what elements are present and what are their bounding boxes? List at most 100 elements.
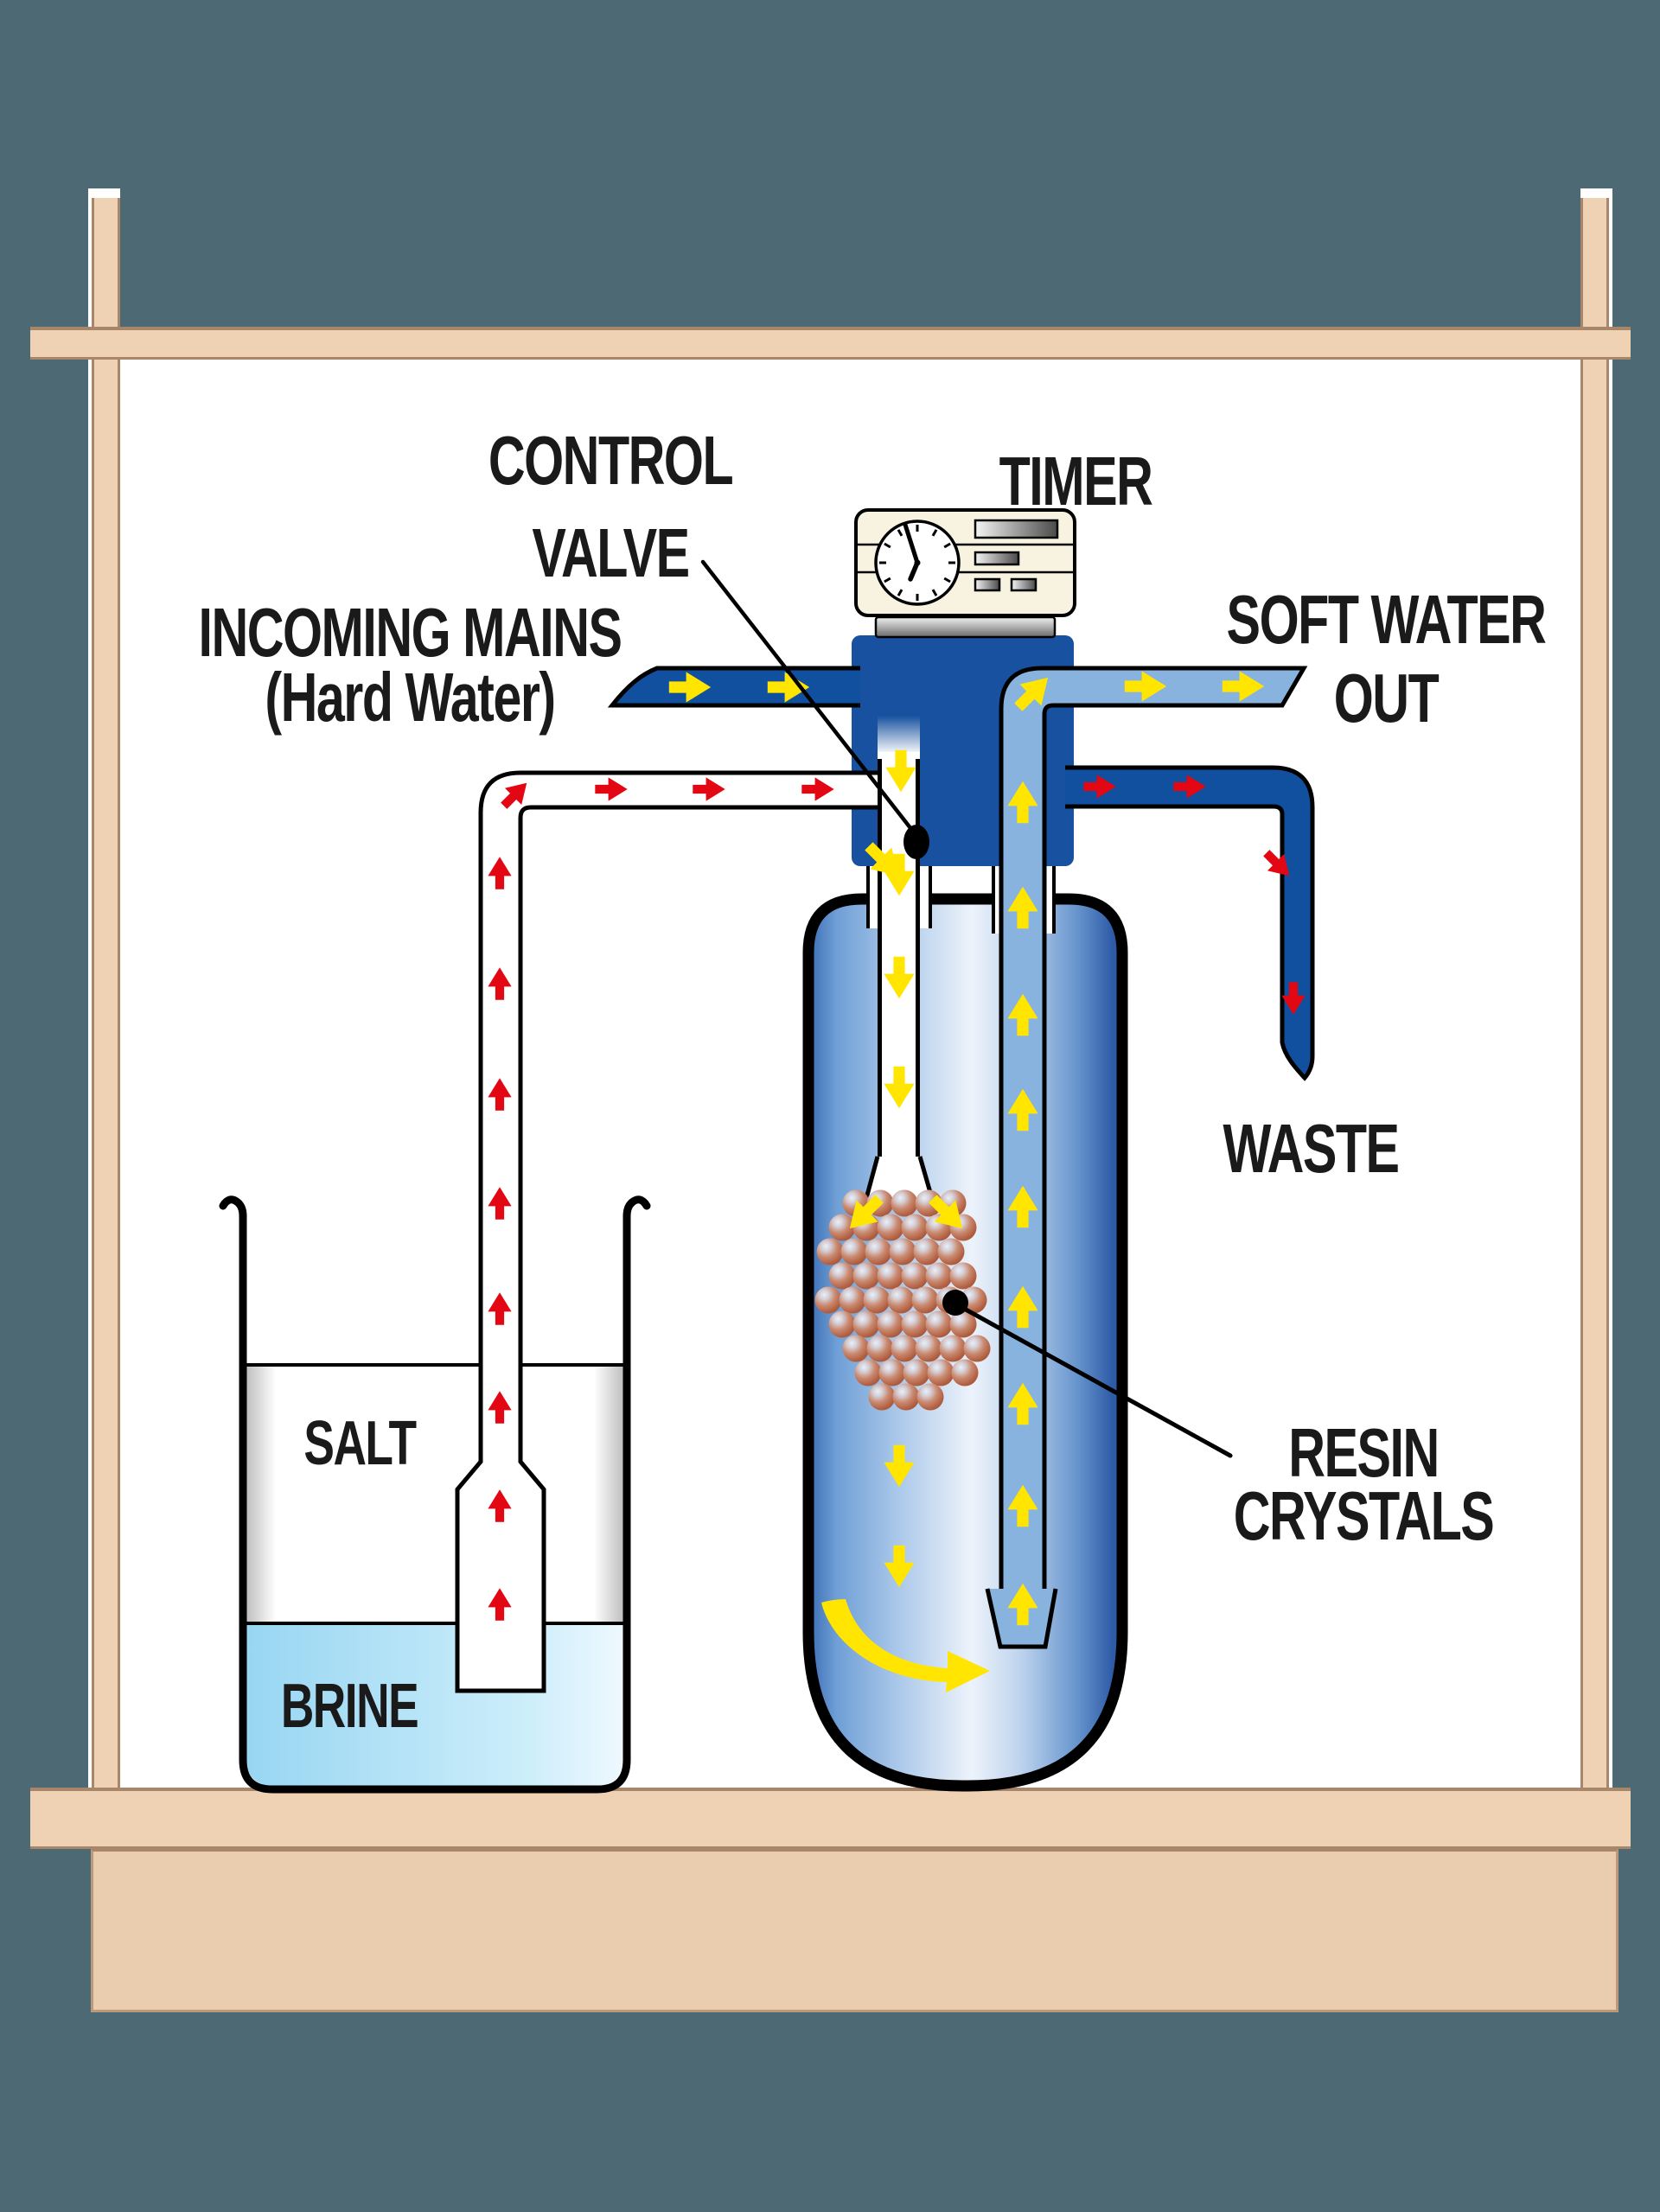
flow-arrow xyxy=(1173,775,1206,799)
incoming-mains-pipe xyxy=(607,666,860,708)
resin-bead xyxy=(951,1359,979,1386)
flow-arrow xyxy=(929,1195,963,1229)
timer-pedestal xyxy=(874,615,1057,639)
flow-arrow xyxy=(865,842,899,877)
label-control-valve-line2: VALVE xyxy=(532,514,690,591)
brine-tank xyxy=(219,1195,651,1794)
cabinet-shelf xyxy=(30,1788,1631,1849)
resin-bead xyxy=(863,1286,891,1314)
resin-bead xyxy=(816,1238,844,1265)
label-waste: WASTE xyxy=(1223,1110,1400,1187)
resin-bead xyxy=(877,1214,904,1241)
resin-bead xyxy=(937,1238,965,1265)
flow-arrow xyxy=(595,777,628,801)
flow-arrow xyxy=(884,956,915,999)
flow-arrow xyxy=(1124,671,1167,702)
resin-bead xyxy=(901,1310,929,1338)
label-incoming-line2: (Hard Water) xyxy=(265,659,556,736)
clock-ticks xyxy=(879,525,955,601)
flow-arrow xyxy=(1007,993,1038,1036)
waste-pipe xyxy=(1065,765,1315,1081)
flow-arrow xyxy=(801,777,834,801)
resin-bead xyxy=(927,1359,954,1386)
flow-arrow xyxy=(488,857,512,889)
resin-bead xyxy=(828,1214,856,1241)
resin-bead xyxy=(911,1286,939,1314)
label-resin-line2: CRYSTALS xyxy=(1233,1477,1495,1554)
resin-bead xyxy=(868,1383,896,1411)
timer-unit xyxy=(854,508,1076,639)
resin-bead xyxy=(840,1238,868,1265)
resin-bead xyxy=(901,1214,929,1241)
resin-bead xyxy=(949,1262,977,1290)
flow-arrow xyxy=(767,672,810,703)
cabinet-post-left xyxy=(92,188,120,1788)
flow-arrow xyxy=(1007,1285,1038,1329)
flow-arrow xyxy=(1263,850,1290,877)
cabinet-top-rail xyxy=(30,327,1631,360)
flow-arrow xyxy=(488,1391,512,1424)
flow-arrow xyxy=(1007,1382,1038,1425)
label-brine: BRINE xyxy=(280,1672,419,1741)
flow-arrow xyxy=(884,1545,915,1588)
resin-bead xyxy=(925,1310,953,1338)
flow-arrow xyxy=(884,853,915,896)
flow-arrow xyxy=(488,1292,512,1325)
resin-bead xyxy=(901,1262,929,1290)
resin-bead xyxy=(877,1262,904,1290)
flow-arrow xyxy=(1007,1185,1038,1228)
resin-callout-dot xyxy=(942,1290,968,1316)
label-salt: SALT xyxy=(303,1409,417,1478)
resin-callout-line xyxy=(955,1303,1233,1458)
flow-arrow xyxy=(693,777,725,801)
resin-bead xyxy=(828,1310,856,1338)
resin-bead xyxy=(852,1310,880,1338)
resin-bead xyxy=(828,1262,856,1290)
flow-arrow xyxy=(1007,1484,1038,1527)
resin-bead xyxy=(963,1335,991,1362)
resin-bead xyxy=(887,1286,915,1314)
post-cap-left xyxy=(92,188,120,198)
brine-tank-walls xyxy=(219,1195,651,1794)
resin-bead xyxy=(949,1310,977,1338)
resin-bead xyxy=(903,1359,930,1386)
control-valve-callout-dot xyxy=(903,825,929,859)
cabinet-post-right xyxy=(1580,188,1609,1788)
timer-clock xyxy=(874,520,961,606)
label-control-valve-line1: CONTROL xyxy=(488,422,734,499)
resin-bead xyxy=(842,1335,870,1362)
resin-bead xyxy=(866,1335,894,1362)
flow-arrow xyxy=(488,1489,512,1522)
resin-bead xyxy=(878,1359,906,1386)
resin-bead xyxy=(854,1359,882,1386)
flow-arrow xyxy=(488,967,512,1000)
label-resin-line1: RESIN xyxy=(1288,1414,1440,1491)
resin-bead xyxy=(939,1335,967,1362)
label-soft-line2: OUT xyxy=(1333,660,1440,736)
flow-arrow xyxy=(849,1195,884,1229)
flow-arrow xyxy=(884,1444,915,1488)
flow-arrow xyxy=(668,672,712,703)
label-resin-crystals: RESIN CRYSTALS xyxy=(1233,1414,1495,1554)
flow-arrow xyxy=(885,749,916,793)
resin-bead xyxy=(877,1310,904,1338)
label-timer: TIMER xyxy=(999,443,1153,520)
resin-bead xyxy=(852,1262,880,1290)
flow-arrow xyxy=(1222,671,1265,702)
flow-arrows-layer xyxy=(488,671,1306,1626)
callouts xyxy=(700,559,1233,1458)
flow-arrow xyxy=(1007,781,1038,824)
flow-arrow xyxy=(1007,886,1038,929)
cabinet-base-box xyxy=(91,1849,1618,2012)
resin-bead xyxy=(839,1286,866,1314)
flow-arrow xyxy=(488,1588,512,1621)
label-soft-water-out: SOFT WATER OUT xyxy=(1227,580,1547,737)
resin-bead xyxy=(925,1262,953,1290)
flow-arrow xyxy=(501,782,527,809)
resin-bead xyxy=(916,1383,944,1411)
salt-fill xyxy=(246,1364,623,1623)
resin-bead xyxy=(892,1383,920,1411)
flow-arrow xyxy=(884,1066,915,1109)
flow-arrow xyxy=(488,1078,512,1111)
